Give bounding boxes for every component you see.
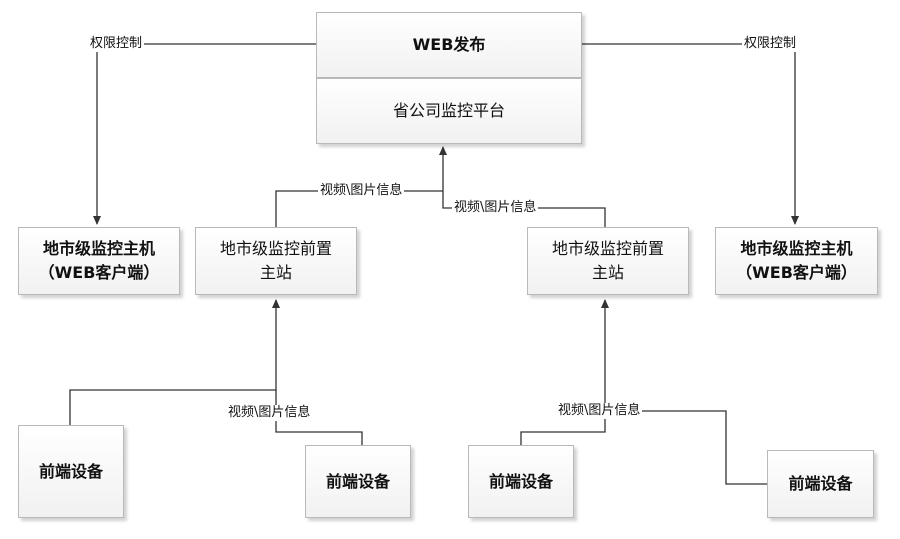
provincial-platform-label: 省公司监控平台 [392, 101, 505, 120]
frontend-device-3: 前端设备 [468, 445, 574, 518]
web-publish-box: WEB发布 [316, 12, 582, 78]
station-left-line2: 主站 [259, 263, 292, 282]
perm-label-left: 权限控制 [88, 36, 145, 52]
station-right-line1: 地市级监控前置 [551, 239, 664, 258]
host-right-line2: （WEB客户端） [736, 263, 857, 282]
perm-line-left [93, 43, 316, 225]
frontend-device-2: 前端设备 [305, 445, 411, 518]
video-line-right-low [520, 299, 609, 445]
frontend-device-1: 前端设备 [18, 425, 124, 518]
provincial-platform-box: 省公司监控平台 [316, 78, 582, 144]
host-left-box: 地市级监控主机 （WEB客户端） [18, 227, 180, 295]
video-label-left-up: 视频\图片信息 [318, 183, 405, 199]
host-left-line1: 地市级监控主机 [42, 239, 155, 258]
perm-label-right: 权限控制 [742, 36, 799, 52]
video-line-left-low [69, 299, 280, 425]
station-right-box: 地市级监控前置 主站 [527, 227, 689, 295]
web-publish-label: WEB发布 [412, 35, 486, 54]
host-right-line1: 地市级监控主机 [740, 239, 853, 258]
host-left-line2: （WEB客户端） [38, 263, 160, 282]
video-label-right-low: 视频\图片信息 [556, 403, 643, 419]
station-left-box: 地市级监控前置 主站 [195, 227, 357, 295]
host-right-box: 地市级监控主机 （WEB客户端） [715, 227, 878, 295]
station-left-line1: 地市级监控前置 [219, 239, 332, 258]
frontend-device-4: 前端设备 [767, 450, 874, 518]
video-label-left-low: 视频\图片信息 [226, 405, 313, 421]
video-label-right-up: 视频\图片信息 [452, 200, 539, 216]
perm-line-right [582, 43, 799, 225]
device4-link [605, 410, 767, 485]
station-right-line2: 主站 [591, 263, 624, 282]
